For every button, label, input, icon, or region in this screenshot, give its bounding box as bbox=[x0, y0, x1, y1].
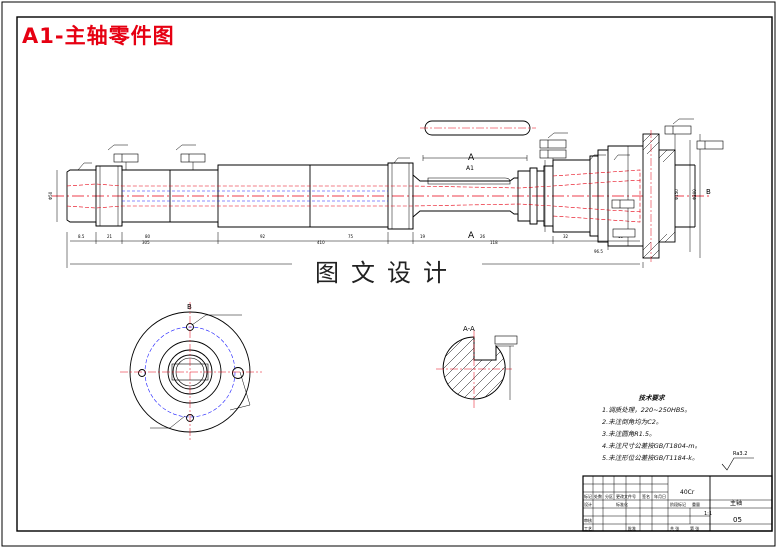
svg-text:标记: 标记 bbox=[584, 493, 592, 499]
title-block-labels: 标记处数分区 更改文件号签名年月日 设计 标准化 阶段标记重量 审核工艺 批准 共 … bbox=[584, 493, 700, 531]
svg-text:审核: 审核 bbox=[584, 517, 592, 523]
view-b-side-mark: B bbox=[706, 188, 711, 196]
svg-text:92: 92 bbox=[260, 234, 266, 239]
svg-text:305: 305 bbox=[142, 240, 150, 245]
title-block bbox=[582, 475, 773, 532]
svg-text:75: 75 bbox=[348, 234, 354, 239]
svg-text:批准: 批准 bbox=[628, 525, 636, 531]
tolerance-frames bbox=[113, 125, 724, 238]
keyway-view bbox=[420, 120, 536, 136]
shaft-main-view bbox=[52, 130, 712, 262]
watermark-text: 图文设计 bbox=[292, 256, 482, 290]
svg-text:32: 32 bbox=[563, 234, 569, 239]
svg-text:Φ200: Φ200 bbox=[692, 189, 697, 200]
svg-text:共 张: 共 张 bbox=[670, 525, 679, 531]
tech-note-item: 5.未注形位公差按GB/T1184-k。 bbox=[602, 454, 699, 462]
svg-text:工艺: 工艺 bbox=[584, 526, 592, 531]
svg-text:Φ150: Φ150 bbox=[674, 189, 679, 200]
bore-hidden-lines bbox=[66, 179, 644, 213]
svg-text:分区: 分区 bbox=[605, 493, 613, 499]
svg-text:签名: 签名 bbox=[642, 493, 650, 499]
section-aa-label: A-A bbox=[463, 325, 475, 333]
svg-text:更改文件号: 更改文件号 bbox=[616, 493, 636, 499]
svg-text:96.5: 96.5 bbox=[594, 249, 603, 254]
drawing-number-cell: 05 bbox=[733, 516, 742, 524]
tech-notes-title: 技术要求 bbox=[638, 394, 665, 402]
svg-text:阶段标记: 阶段标记 bbox=[670, 501, 686, 507]
tech-note-item: 4.未注尺寸公差按GB/T1804-m。 bbox=[602, 442, 702, 450]
tech-note-item: 1.调质处理，220~250HBS。 bbox=[602, 406, 691, 414]
svg-text:118: 118 bbox=[490, 240, 498, 245]
roughness-value: Ra3.2 bbox=[733, 451, 747, 457]
svg-text:重量: 重量 bbox=[692, 501, 700, 507]
svg-text:410: 410 bbox=[317, 240, 325, 245]
svg-text:26: 26 bbox=[480, 234, 486, 239]
svg-text:21: 21 bbox=[107, 234, 113, 239]
svg-text:处数: 处数 bbox=[594, 493, 602, 499]
roughness-symbol bbox=[721, 457, 754, 471]
tech-note-item: 3.未注圆角R1.5。 bbox=[602, 430, 656, 438]
scale-cell: 1:1 bbox=[704, 511, 712, 517]
view-b-label: B bbox=[187, 303, 192, 311]
svg-text:80: 80 bbox=[145, 234, 151, 239]
svg-text:8.5: 8.5 bbox=[78, 234, 85, 239]
inner-frame bbox=[16, 16, 773, 532]
section-aa-view bbox=[436, 330, 518, 408]
svg-text:设计: 设计 bbox=[584, 501, 592, 507]
svg-text:19: 19 bbox=[420, 234, 426, 239]
technical-notes: 技术要求 1.调质处理，220~250HBS。 2.未注倒角均为C2。 3.未注… bbox=[602, 392, 701, 464]
svg-text:第 张: 第 张 bbox=[690, 525, 699, 531]
part-name-cell: 主轴 bbox=[730, 499, 742, 507]
section-mark-top: A bbox=[468, 153, 475, 163]
svg-text:Φ50: Φ50 bbox=[48, 191, 53, 200]
flange-end-view bbox=[120, 302, 262, 442]
groove-label: A1 bbox=[466, 165, 474, 172]
page-title: A1-主轴零件图 bbox=[22, 24, 175, 48]
svg-text:标准化: 标准化 bbox=[616, 501, 628, 507]
svg-text:年月日: 年月日 bbox=[654, 493, 666, 499]
tech-note-item: 2.未注倒角均为C2。 bbox=[602, 418, 663, 426]
section-mark-bottom: A bbox=[468, 231, 475, 241]
material-cell: 40Cr bbox=[680, 489, 695, 496]
